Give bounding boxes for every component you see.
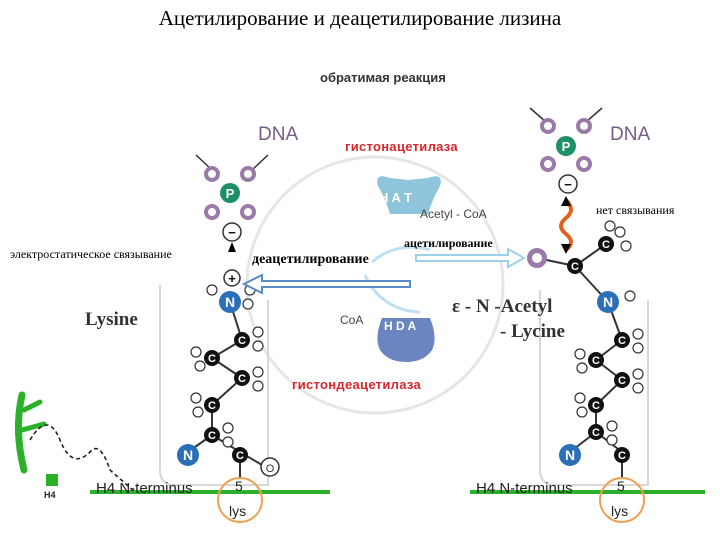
h4-marker-label: H4: [44, 490, 56, 500]
no-binding-label: нет связывания: [596, 203, 675, 217]
hat-label: H A T: [379, 190, 412, 205]
page-title: Ацетилирование и деацетилирование лизина: [158, 6, 562, 30]
svg-text:C: C: [238, 373, 246, 385]
right-lysine-chain: C C N C C C C C N C: [527, 220, 644, 478]
cycle-inner-arc-top: [371, 245, 431, 264]
left-residue-marker: [217, 477, 263, 523]
svg-text:−: −: [228, 225, 236, 240]
left-carbon-2: [204, 350, 220, 366]
hda-label: H D A: [384, 319, 417, 333]
acetyl-lysine-label-line2: - Lycine: [500, 321, 565, 342]
right-carbon-4: [588, 397, 604, 413]
left-lysine-outline: [159, 285, 269, 486]
svg-text:N: N: [603, 294, 613, 310]
no-binding-squiggle: [559, 198, 573, 252]
coa-label: CoA: [340, 313, 364, 327]
residue-number-left: 5: [235, 478, 243, 494]
right-carbon-alpha: [588, 424, 604, 440]
svg-text:O: O: [266, 463, 275, 475]
dna-label-left: DNA: [258, 124, 299, 145]
right-lysine-outline: [539, 290, 649, 486]
svg-text:C: C: [208, 353, 216, 365]
acetyl-coa-label: Acetyl - CoA: [420, 207, 487, 221]
left-nitrogen-amine: [219, 291, 241, 313]
svg-text:−: −: [564, 177, 572, 192]
right-carbon-3: [614, 372, 630, 388]
right-carbon-1: [614, 332, 630, 348]
acetyl-lysine-label-line1: ε - N -Acetyl: [452, 296, 553, 317]
left-lysine-chain: + N C C C C C N C: [177, 269, 280, 478]
right-acetyl-carbon: [567, 258, 583, 274]
svg-text:C: C: [592, 355, 600, 367]
deacetylation-arrow: [241, 273, 411, 295]
h4-terminus-label-left: H4 N-terminus: [96, 480, 193, 497]
lysine-label: Lysine: [85, 309, 138, 330]
right-carbon-carbonyl: [614, 447, 630, 463]
left-carbon-1: [234, 332, 250, 348]
svg-text:C: C: [618, 335, 626, 347]
svg-text:C: C: [236, 450, 244, 462]
right-phosphorus-atom: [556, 136, 576, 156]
electrostatic-binding-label: электростатическое связывание: [10, 247, 172, 261]
svg-text:C: C: [602, 239, 610, 251]
lys-label-right: lys: [611, 503, 629, 519]
svg-text:N: N: [225, 294, 235, 310]
histone-acetylase-label: гистонацетилаза: [345, 139, 458, 154]
left-carbon-4: [204, 397, 220, 413]
right-phosphate-group: P −: [529, 107, 603, 194]
left-positive-charge: [223, 269, 241, 287]
left-carbon-carbonyl: [232, 447, 248, 463]
svg-text:C: C: [618, 450, 626, 462]
right-residue-marker: [599, 477, 645, 523]
left-carbon-3: [234, 370, 250, 386]
h4-tail-illustration: [14, 391, 136, 493]
left-nitrogen-backbone: [177, 444, 199, 466]
left-oxygen-carbonyl: [260, 457, 280, 477]
right-carbon-2: [588, 352, 604, 368]
left-phosphate-group: P −: [195, 154, 269, 252]
svg-text:C: C: [238, 335, 246, 347]
svg-text:C: C: [592, 400, 600, 412]
h4-terminus-label-right: H4 N-terminus: [476, 480, 573, 497]
acetylation-arrow: [415, 247, 527, 269]
right-negative-charge: [558, 174, 578, 194]
svg-text:C: C: [208, 400, 216, 412]
residue-number-right: 5: [617, 478, 625, 494]
svg-text:N: N: [183, 447, 193, 463]
hda-enzyme-shape: [377, 318, 435, 362]
right-nitrogen-backbone: [559, 444, 581, 466]
svg-text:N: N: [565, 447, 575, 463]
deacetylation-label: деацетилирование: [252, 252, 369, 267]
svg-text:C: C: [208, 430, 216, 442]
hat-enzyme-shape: [377, 176, 441, 214]
acetylation-label: ацетилирование: [404, 236, 493, 250]
right-nitrogen-amide: [597, 291, 619, 313]
left-phosphorus-symbol: P: [226, 186, 235, 201]
dna-label-right: DNA: [610, 124, 651, 145]
left-phosphorus-atom: [220, 183, 240, 203]
left-carbon-alpha: [204, 427, 220, 443]
svg-text:+: +: [228, 271, 236, 286]
right-methyl-carbon: [598, 236, 614, 252]
svg-text:P: P: [562, 139, 571, 154]
reversible-reaction-label: обратимая реакция: [320, 70, 446, 85]
svg-text:C: C: [592, 427, 600, 439]
lys-label-left: lys: [229, 503, 247, 519]
svg-text:C: C: [571, 261, 579, 273]
left-negative-charge: [222, 222, 242, 242]
histone-deacetylase-label: гистондеацетилаза: [292, 377, 422, 392]
svg-text:C: C: [618, 375, 626, 387]
